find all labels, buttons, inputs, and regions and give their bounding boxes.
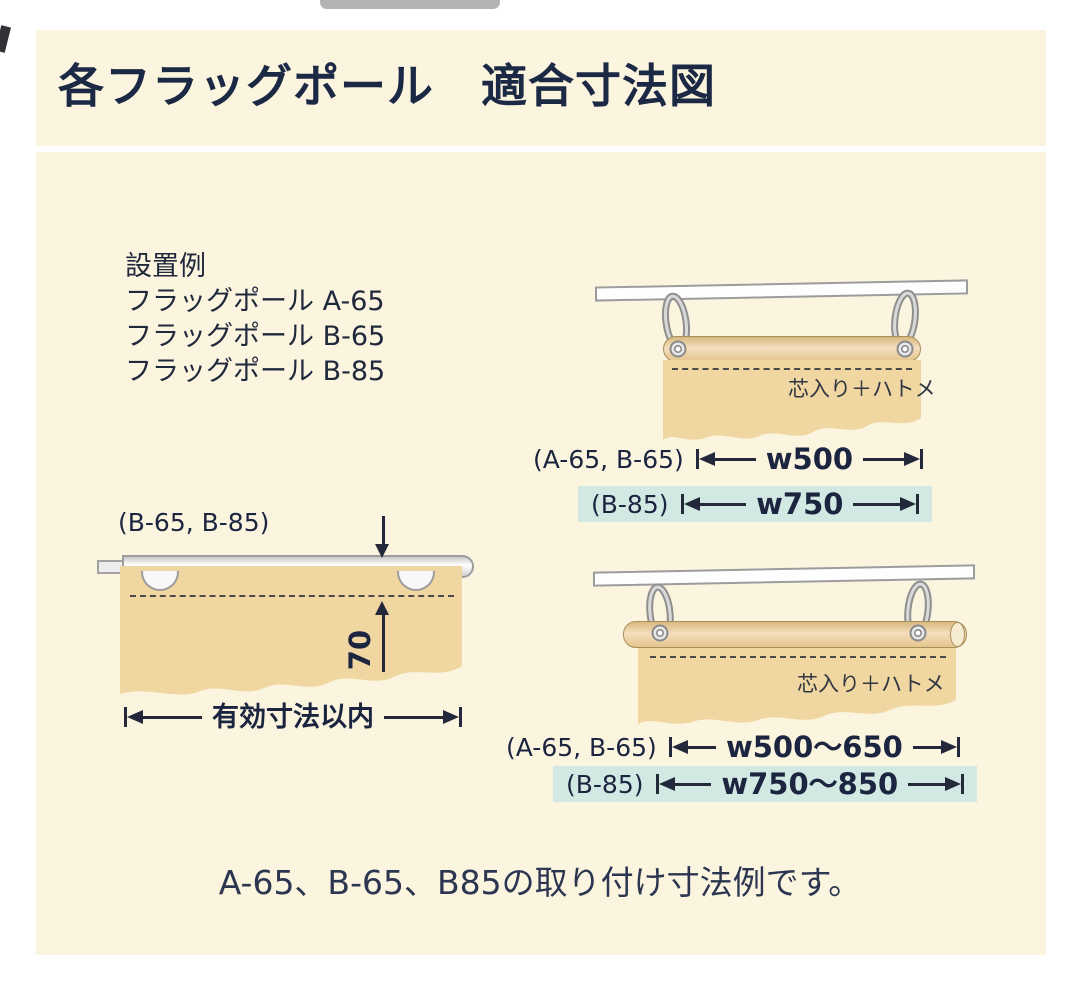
stitch-line	[672, 368, 912, 370]
arrow-right-icon	[945, 777, 961, 791]
dimension-arrow: w750～850	[655, 766, 964, 801]
arrow-down-icon	[375, 544, 389, 558]
installation-heading: 設置例	[125, 251, 206, 282]
pole-end-cap	[950, 622, 965, 647]
installation-item-a65: フラッグポール A-65	[125, 286, 385, 317]
stitch-line	[650, 656, 946, 658]
bottom-caption: A-65、B-65、B85の取り付け寸法例です。	[218, 863, 862, 902]
dimension-arrow: w500～650	[668, 729, 960, 764]
dim-tick	[668, 737, 672, 757]
dimension-label: (B-85)	[591, 489, 669, 519]
dimension-value: w500	[765, 441, 854, 476]
dimension-row-b85-highlight: (B-85) w750	[578, 486, 932, 522]
dim-line	[143, 715, 202, 719]
flag-body	[638, 648, 956, 724]
dim-line	[674, 782, 712, 786]
dimension-label: (A-65, B-65)	[506, 732, 657, 762]
dim-tick	[655, 774, 659, 794]
dim-tick	[957, 737, 960, 757]
top-crop-artifact	[320, 0, 500, 9]
flag-sleeve-bar	[663, 336, 921, 362]
flag-note: 芯入り＋ハトメ	[797, 672, 945, 696]
dim-tick	[695, 449, 699, 469]
installation-example: 設置例 フラッグポール A-65 フラッグポール B-65 フラッグポール B-…	[125, 249, 385, 389]
dimension-arrow: w500	[695, 441, 924, 476]
arrow-down-line	[382, 516, 385, 544]
dim-tick	[459, 707, 462, 727]
grommet-icon	[909, 624, 927, 642]
arrow-left-icon	[671, 740, 688, 754]
dim-tick	[124, 707, 127, 727]
dimension-label: (B-85)	[566, 769, 644, 799]
dimension-row-a65-b65: (A-65, B-65) w500～650	[506, 732, 960, 762]
installation-item-b65: フラッグポール B-65	[125, 321, 386, 352]
arrow-left-icon	[127, 710, 143, 724]
dim-line	[714, 457, 756, 461]
dim-tick	[916, 494, 920, 514]
effective-width-dimension: 有効寸法以内	[124, 702, 462, 732]
arrow-right-icon	[941, 740, 957, 754]
arrow-up-icon	[375, 601, 389, 615]
dim-line	[384, 715, 443, 719]
arrow-right-icon	[900, 497, 917, 511]
arrow-right-icon	[904, 452, 921, 466]
title-divider	[36, 146, 1046, 152]
flag-body	[663, 360, 921, 440]
dimension-value: w500～650	[725, 729, 903, 764]
dim-tick	[961, 774, 964, 794]
vertical-dim-line	[382, 614, 385, 672]
dim-line	[908, 782, 945, 786]
dim-line	[699, 502, 747, 506]
dim-line	[863, 457, 905, 461]
dim-tick	[680, 494, 684, 514]
dim-line	[687, 745, 716, 749]
dimension-arrow: 有効寸法以内	[124, 702, 462, 732]
dimension-value: 有効寸法以内	[212, 701, 374, 733]
dim-tick	[920, 449, 924, 469]
arrow-left-icon	[658, 777, 675, 791]
stitch-line	[130, 595, 454, 597]
pole-shaft	[97, 560, 127, 574]
page-title: 各フラッグポール 適合寸法図	[58, 59, 716, 113]
arrow-left-icon	[698, 452, 715, 466]
arrow-right-icon	[443, 710, 459, 724]
flag-note: 芯入り＋ハトメ	[788, 377, 936, 401]
dimension-label: (A-65, B-65)	[533, 444, 684, 474]
flag-body	[120, 566, 462, 695]
grommet-icon	[651, 624, 669, 642]
installation-item-b85: フラッグポール B-85	[125, 356, 386, 387]
arrow-left-icon	[683, 497, 700, 511]
dimension-row-b85-highlight: (B-85) w750～850	[553, 766, 977, 802]
dimension-value: w750	[756, 486, 844, 521]
grommet-icon	[669, 340, 687, 358]
dimension-value: w750～850	[721, 766, 899, 801]
dimension-arrow: w750	[680, 486, 920, 521]
dim-line	[912, 745, 941, 749]
grommet-icon	[896, 340, 914, 358]
dim-line	[853, 502, 901, 506]
diagram-label: (B-65, B-85)	[118, 508, 270, 537]
dimension-row-a65-b65: (A-65, B-65) w500	[533, 441, 924, 476]
